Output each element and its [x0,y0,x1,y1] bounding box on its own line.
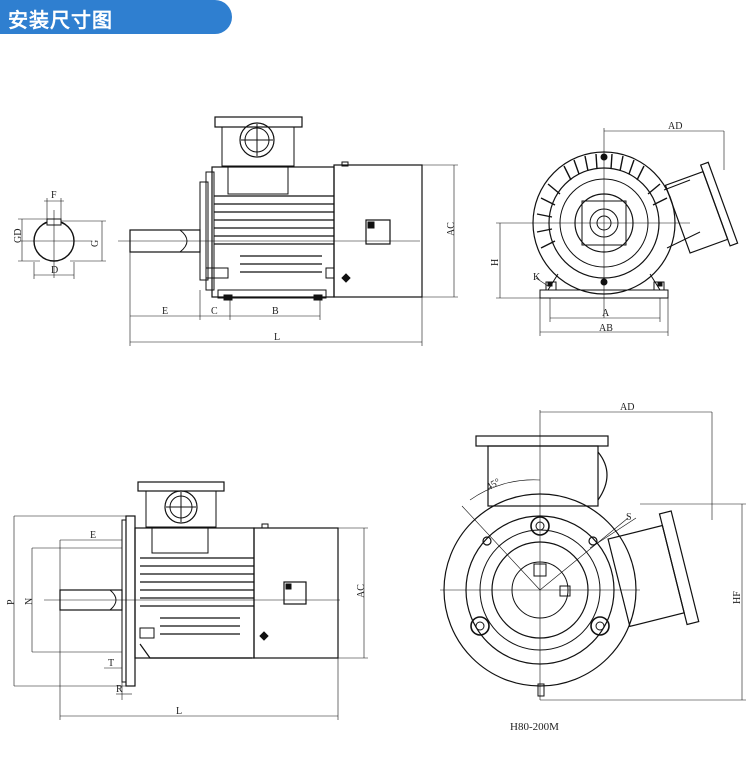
label-e2: E [90,530,96,541]
foot-end-view: AD H K A AB [490,121,739,336]
label-d: D [51,265,58,276]
label-t: T [108,658,114,669]
label-s: S [626,512,632,523]
label-c: C [211,306,218,317]
label-e: E [162,306,168,317]
label-l2: L [176,706,182,717]
label-ad2: AD [620,402,634,413]
flange-side-view: E P N T R L AC [6,481,368,720]
label-hf: HF [732,591,743,604]
label-l: L [274,332,280,343]
label-g: G [90,240,101,247]
label-p: P [6,599,17,605]
flange-plate [125,515,136,687]
label-a: A [602,308,610,319]
motor-frame [211,166,335,298]
label-gd: GD [13,229,24,243]
label-f: F [51,190,57,201]
label-h: H [490,259,501,266]
page-title: 安装尺寸图 [8,8,113,32]
flange-end-view: AD 45° S HF H80-200M [440,402,746,733]
label-ad: AD [668,121,682,132]
model-caption: H80-200M [510,721,559,733]
label-ab: AB [599,323,613,334]
shaft-section: F GD G D [13,190,106,279]
label-ac: AC [446,222,457,236]
mounting-foot [217,289,327,299]
label-k: K [533,272,541,283]
cable-gland [239,122,275,158]
label-n: N [24,598,35,605]
title-banner: 安装尺寸图 [0,0,232,34]
label-b: B [272,306,279,317]
label-ac2: AC [356,584,367,598]
foot-side-view: E C B L AC [118,116,458,346]
label-r: R [116,684,123,695]
fan-cover [333,164,423,298]
